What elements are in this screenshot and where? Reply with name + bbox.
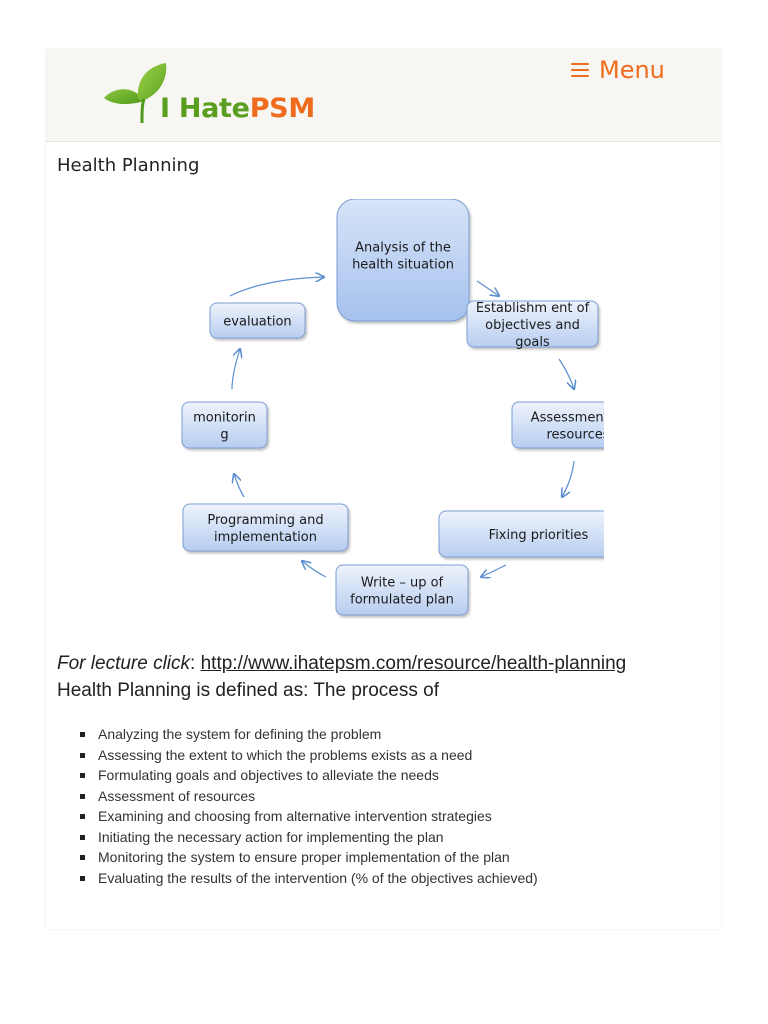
diagram-node-label: health situation [352, 258, 454, 273]
list-item: Initiating the necessary action for impl… [78, 827, 538, 848]
menu-label: Menu [599, 56, 665, 84]
hamburger-icon [571, 63, 589, 78]
page-title: Health Planning [57, 155, 200, 176]
definition-text: Health Planning is defined as: The proce… [57, 680, 439, 701]
logo-text-hate: I Hate [160, 93, 250, 124]
diagram-node-label: implementation [214, 530, 317, 545]
process-list: Analyzing the system for defining the pr… [78, 724, 538, 888]
diagram-node-label: Fixing priorities [489, 528, 589, 543]
diagram-node-label: goals [515, 335, 550, 350]
list-item: Formulating goals and objectives to alle… [78, 765, 538, 786]
diagram-node-label: Analysis of the [355, 241, 451, 256]
diagram-node-analysis: Analysis of the health situation [336, 199, 470, 322]
list-item: Assessing the extent to which the proble… [78, 745, 538, 766]
diagram-node-evaluation: evaluation [209, 302, 306, 339]
diagram-node-label: Write – up of [361, 576, 444, 591]
health-planning-cycle-diagram: Analysis of the health situationEstablish… [181, 199, 604, 616]
list-item: Monitoring the system to ensure proper i… [78, 847, 538, 868]
list-item: Evaluating the results of the interventi… [78, 868, 538, 889]
diagram-node-programming: Programming and implementation [182, 503, 349, 552]
diagram-node-priorities: Fixing priorities [438, 510, 604, 558]
cycle-arrow [558, 358, 574, 389]
lecture-colon: : [190, 653, 196, 674]
cycle-arrow [231, 349, 240, 390]
diagram-node-box [181, 401, 268, 449]
lecture-prefix: For lecture click [57, 653, 191, 674]
diagram-node-label: Assessment of [531, 411, 604, 426]
diagram-node-label: g [220, 428, 228, 443]
diagram-node-box [511, 401, 604, 449]
diagram-node-label: evaluation [223, 315, 291, 330]
cycle-arrow [476, 280, 499, 296]
cycle-arrow [302, 561, 327, 578]
diagram-node-label: resources [546, 428, 604, 443]
cycle-arrow [234, 474, 245, 498]
diagram-node-objectives: Establishm ent of objectives and goals [466, 300, 599, 350]
menu-button[interactable]: Menu [571, 54, 665, 86]
diagram-node-box [466, 300, 599, 348]
diagram-node-resources: Assessment of resources [511, 401, 604, 449]
diagram-node-monitoring: monitorin g [181, 401, 268, 449]
list-item: Analyzing the system for defining the pr… [78, 724, 538, 745]
cycle-arrow [481, 564, 507, 577]
diagram-node-label: Establishm ent of [476, 301, 590, 316]
diagram-node-writeup: Write – up of formulated plan [335, 564, 469, 616]
cycle-arrow [229, 277, 324, 297]
lecture-line: For lecture click: http://www.ihatepsm.c… [57, 652, 626, 676]
diagram-node-box [209, 302, 306, 339]
logo-text[interactable]: I HatePSM [160, 92, 315, 126]
diagram-node-box [182, 503, 349, 552]
lecture-link[interactable]: http://www.ihatepsm.com/resource/health-… [200, 653, 627, 674]
leaf-logo-icon[interactable] [102, 61, 332, 133]
list-item: Examining and choosing from alternative … [78, 806, 538, 827]
diagram-node-box [336, 199, 470, 322]
diagram-node-box [335, 564, 469, 616]
content-card: I HatePSM Menu Health Planning [46, 49, 721, 929]
logo-text-psm: PSM [249, 93, 316, 124]
list-item: Assessment of resources [78, 786, 538, 807]
site-header: I HatePSM Menu [46, 49, 721, 142]
diagram-node-label: Programming and [207, 513, 323, 528]
diagram-node-label: objectives and [485, 318, 580, 333]
diagram-node-label: monitorin [193, 411, 256, 426]
cycle-arrow [562, 460, 575, 497]
diagram-node-box [438, 510, 604, 558]
diagram-node-label: formulated plan [350, 593, 454, 608]
